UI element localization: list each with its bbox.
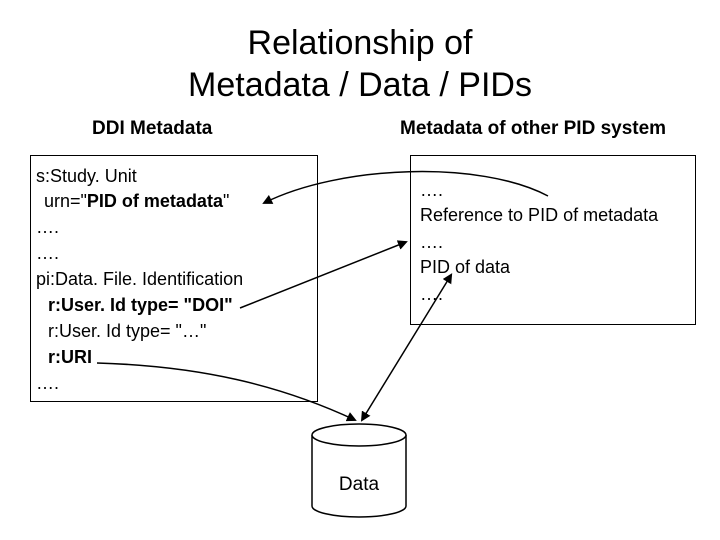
userid-doi-line: r:User. Id type= "DOI" <box>48 295 233 315</box>
data-store-cylinder <box>311 423 407 518</box>
arrow-uri-to-data <box>96 362 357 422</box>
left-ellipsis-1: …. <box>36 217 60 237</box>
urn-suffix: " <box>222 191 230 211</box>
title-line-1: Relationship of <box>247 24 473 62</box>
left-ellipsis-2: …. <box>36 243 60 263</box>
title-line-2: Metadata / Data / PIDs <box>188 66 532 104</box>
userid-other-line: r:User. Id type= "…" <box>48 321 207 341</box>
data-store-label: Data <box>338 474 380 495</box>
urn-prefix: urn=" <box>44 191 87 211</box>
pid-system-box <box>410 155 696 325</box>
reference-to-pid-line: Reference to PID of metadata <box>420 205 659 225</box>
diagram-title: Relationship of Metadata / Data / PIDs <box>0 22 720 106</box>
file-identification-line: pi:Data. File. Identification <box>36 269 244 289</box>
left-ellipsis-3: …. <box>36 373 60 393</box>
urn-pid-of-metadata: PID of metadata <box>86 191 223 211</box>
right-ellipsis-1: …. <box>420 180 444 200</box>
heading-other-pid-system: Metadata of other PID system <box>400 118 667 139</box>
arrow-pid-data-to-data <box>360 273 453 422</box>
urn-line: urn="PID of metadata" <box>44 191 229 212</box>
arrow-reference-to-urn <box>262 170 549 204</box>
heading-ddi-metadata: DDI Metadata <box>92 118 213 139</box>
pid-of-data-line: PID of data <box>420 257 511 277</box>
study-unit-line: s:Study. Unit <box>36 166 137 186</box>
uri-line: r:URI <box>48 347 92 367</box>
arrow-doi-to-pid-data <box>239 240 408 309</box>
right-ellipsis-2: …. <box>420 232 444 252</box>
